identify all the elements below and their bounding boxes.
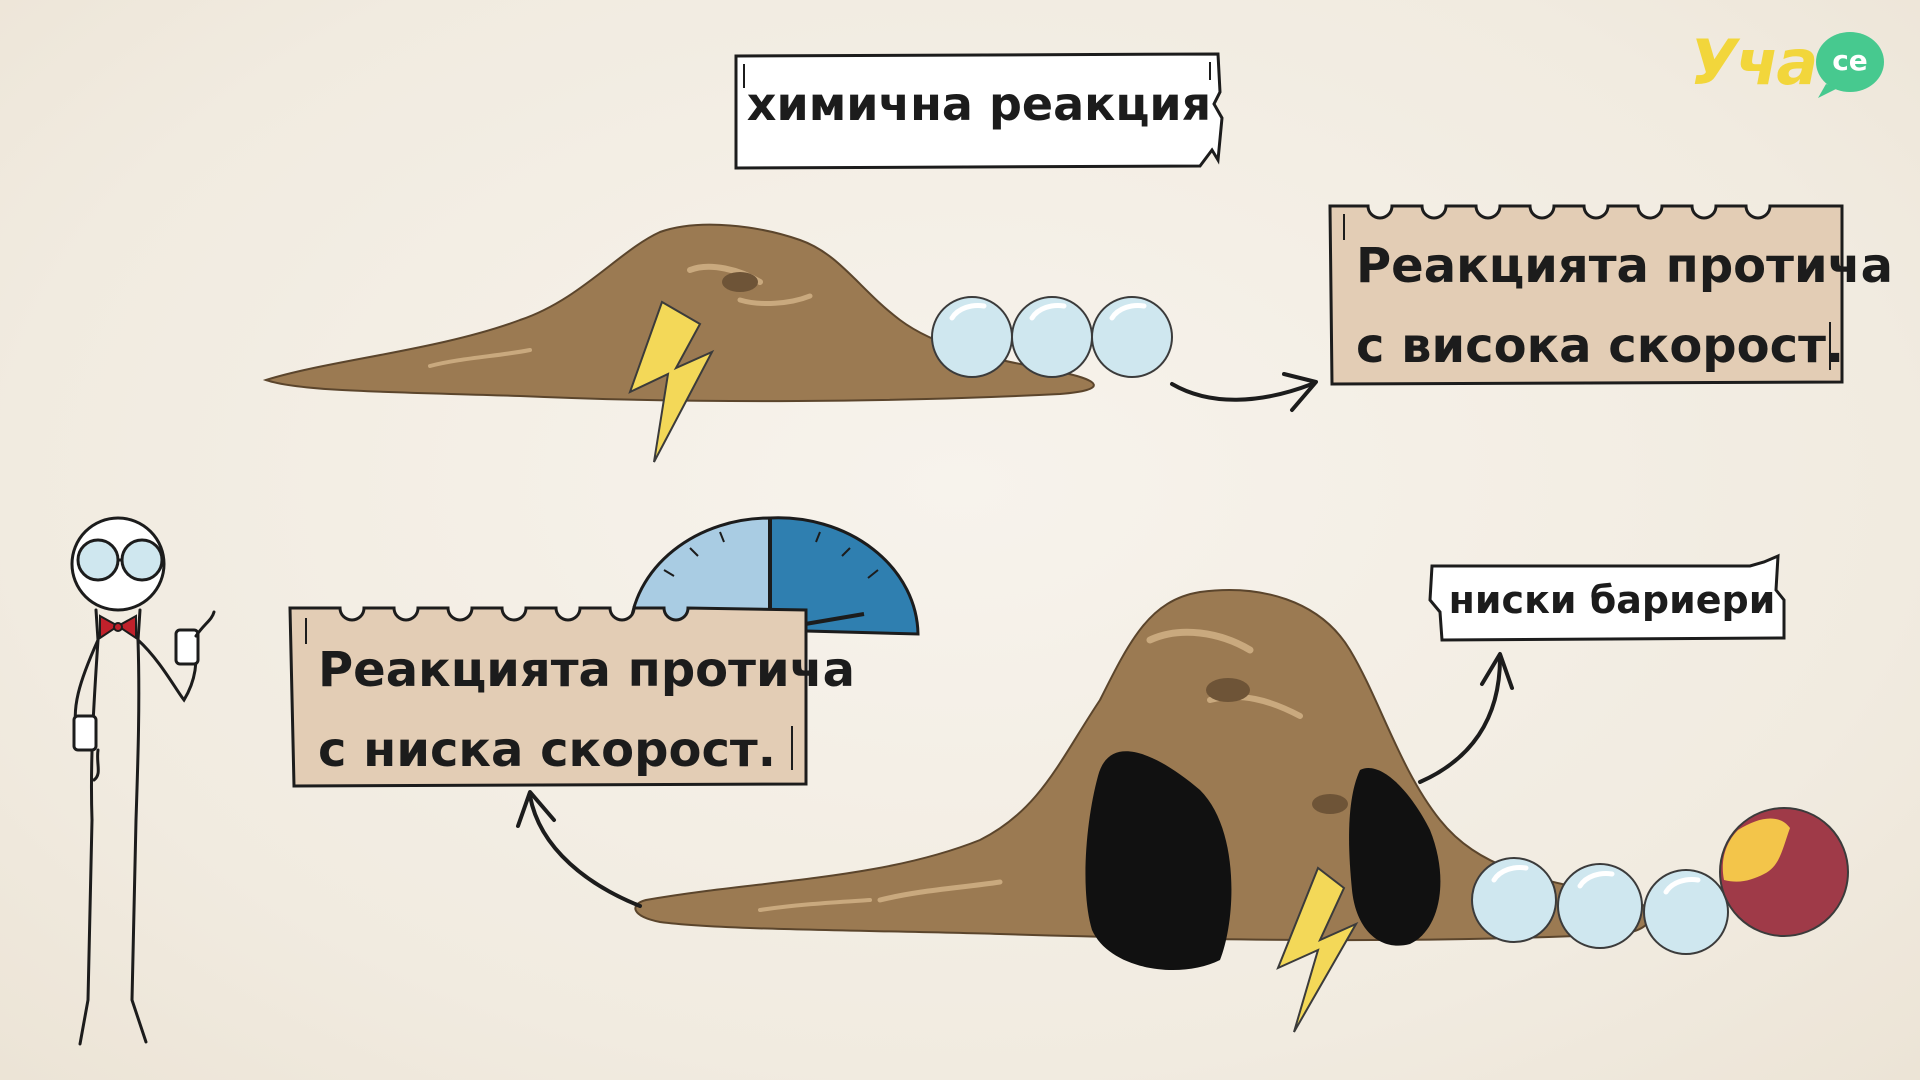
- top-molecule-chain: [931, 296, 1173, 378]
- logo-badge-text: се: [1832, 44, 1868, 77]
- title-paper-label: [734, 52, 1224, 170]
- bowtie-icon: [99, 614, 137, 640]
- top-lightning-icon: [628, 300, 715, 463]
- bottom-molecule-chain: [1471, 857, 1729, 955]
- top-card-line2: с висока скорост.: [1356, 318, 1845, 374]
- bottom-card-line2: с ниска скорост.: [318, 722, 776, 778]
- bottom-card-line1: Реакцията протича: [318, 642, 855, 698]
- low-barriers-label: ниски бариери: [1448, 578, 1776, 622]
- title-label: химична реакция: [746, 77, 1212, 131]
- tunnel-holes: [1085, 751, 1441, 970]
- bottom-speed-card: [288, 606, 808, 788]
- top-speed-card: [1328, 204, 1844, 386]
- catalyst-ball: [1719, 807, 1849, 937]
- top-card-line1: Реакцията протича: [1356, 238, 1893, 294]
- bottom-lightning-icon: [1276, 866, 1359, 1033]
- bottom-arrow-icon: [516, 790, 642, 908]
- scientist-figure: [70, 516, 216, 1046]
- low-barriers-paper-label: [1428, 553, 1786, 642]
- speed-gauge-icon: [628, 516, 920, 636]
- logo-wordmark: Уча: [1690, 26, 1818, 99]
- logo-badge-icon: [1816, 32, 1884, 98]
- top-arrow-icon: [1170, 372, 1318, 412]
- low-barriers-arrow-icon: [1418, 652, 1514, 784]
